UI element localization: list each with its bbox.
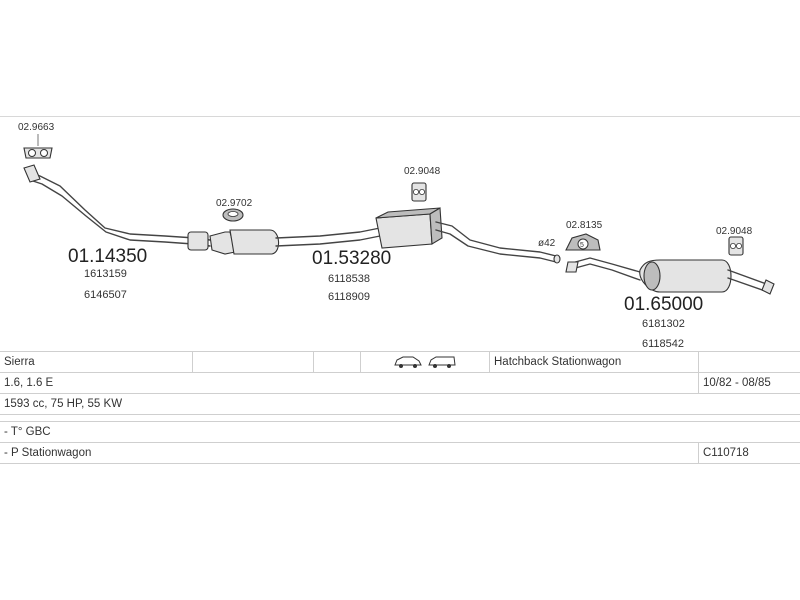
gasket-front-label: 02.9663 (18, 122, 55, 133)
part1-number: 01.14350 (68, 246, 147, 267)
info-row-specs: 1593 cc, 75 HP, 55 KW (0, 393, 800, 415)
hanger-rear-icon (728, 236, 744, 256)
page-top-rule (0, 116, 800, 117)
part1-ref-1: 1613159 (84, 268, 127, 280)
model-cell: Sierra (0, 351, 193, 373)
hanger-rear-flange-icon: 5 (565, 233, 601, 251)
specs-cell: 1593 cc, 75 HP, 55 KW (0, 393, 800, 415)
front-pipe (23, 164, 211, 251)
middle-silencer (209, 207, 561, 264)
engine-cell: 1.6, 1.6 E (0, 372, 699, 394)
hatchback-car-icon (394, 356, 423, 368)
note1-cell: - T° GBC (0, 421, 800, 443)
info-row-model: Sierra Hatchback Stationwagon (0, 351, 800, 373)
hanger-mid-label: 02.9048 (404, 166, 441, 177)
part2-ref-1: 6118538 (328, 273, 370, 285)
body-types-cell: Hatchback Stationwagon (489, 351, 699, 373)
vehicle-info-table: Sierra Hatchback Stationwagon 1.6, 1.6 E… (0, 351, 800, 464)
body-icons-cell (360, 351, 490, 373)
info-row-note1: - T° GBC (0, 421, 800, 443)
clamp-mid-icon (222, 208, 244, 222)
svg-text:5: 5 (580, 242, 584, 249)
rear-silencer (565, 257, 775, 295)
hanger-rear-label: 02.9048 (716, 226, 753, 237)
part3-number: 01.65000 (624, 294, 703, 315)
code-cell: C110718 (698, 442, 800, 464)
clamp-mid-label: 02.9702 (216, 198, 253, 209)
part2-number: 01.53280 (312, 248, 391, 269)
gasket-front-icon (23, 147, 53, 159)
hanger-rear-flange-label: 02.8135 (566, 220, 603, 231)
part2-ref-2: 6118909 (328, 291, 370, 303)
part3-ref-1: 6181302 (642, 318, 685, 330)
diameter-label: ø42 (538, 238, 556, 249)
part3-ref-2: 6118542 (642, 338, 684, 350)
stationwagon-car-icon (427, 356, 456, 368)
part1-ref-2: 6146507 (84, 289, 127, 301)
info-row-engine: 1.6, 1.6 E 10/82 - 08/85 (0, 372, 800, 394)
hanger-mid-icon (411, 182, 427, 202)
info-row-note2: - P Stationwagon C110718 (0, 442, 800, 464)
years-cell: 10/82 - 08/85 (698, 372, 800, 394)
note2-cell: - P Stationwagon (0, 442, 699, 464)
